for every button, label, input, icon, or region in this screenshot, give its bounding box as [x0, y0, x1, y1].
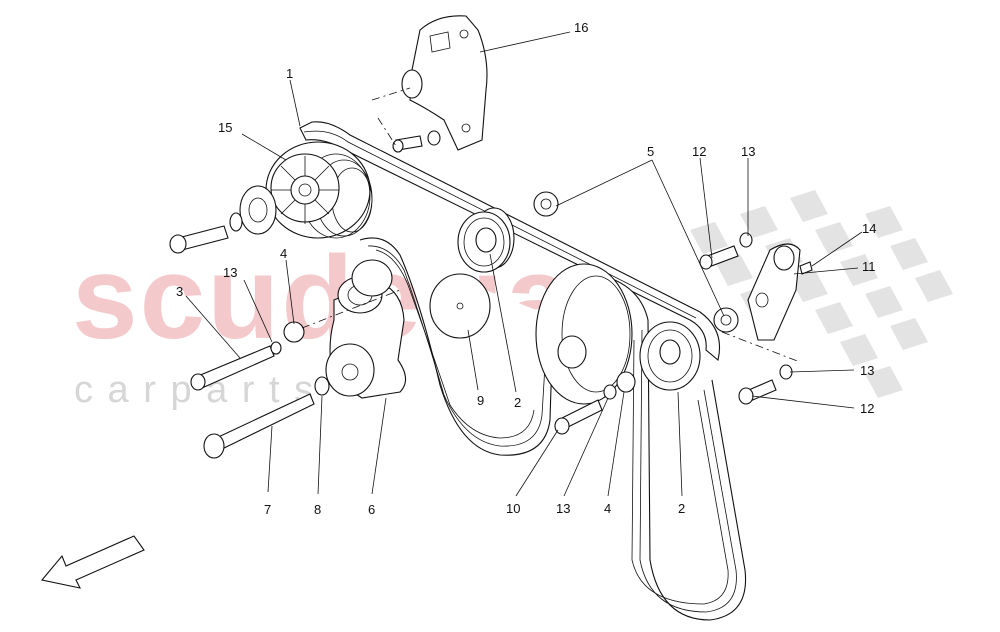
- callout-10: 10: [506, 501, 520, 516]
- callout-13-left: 13: [223, 265, 237, 280]
- callout-8: 8: [314, 502, 321, 517]
- long-bolt-3: [190, 321, 305, 391]
- callout-labels: 1 15 16 5 12 13 14 11 13 4 3 2 9 10 13 4…: [176, 20, 876, 517]
- callout-16: 16: [574, 20, 588, 35]
- callout-6: 6: [368, 502, 375, 517]
- idler-pulley-upper: [457, 207, 515, 273]
- direction-arrow-icon: [40, 535, 145, 589]
- callout-4-left: 4: [280, 246, 287, 261]
- callout-3: 3: [176, 284, 183, 299]
- callout-5: 5: [647, 144, 654, 159]
- washer-8: [314, 376, 330, 396]
- callout-12-lower: 12: [860, 401, 874, 416]
- spacer-lower: [713, 307, 739, 333]
- idler-disc: [429, 273, 491, 339]
- pulley-bolt: [169, 212, 243, 254]
- idler-pulley-lower: [639, 321, 701, 391]
- bracket-bolt: [392, 130, 441, 153]
- right-bracket: [747, 243, 801, 341]
- crank-pulley: [535, 263, 633, 405]
- right-bracket-pin: [799, 261, 813, 275]
- callout-13-lower-right: 13: [860, 363, 874, 378]
- center-bolt: [554, 371, 636, 435]
- pulley-washer: [239, 185, 277, 235]
- long-bolt-7: [203, 393, 315, 459]
- callout-11: 11: [862, 259, 876, 274]
- spacer-upper: [533, 191, 559, 217]
- callout-4-center: 4: [604, 501, 611, 516]
- callout-2-upper: 2: [514, 395, 521, 410]
- leader-lines: [185, 31, 863, 497]
- callout-14: 14: [862, 221, 876, 236]
- callout-1: 1: [286, 66, 293, 81]
- upper-bracket: [401, 15, 488, 151]
- callout-15: 15: [218, 120, 232, 135]
- callout-9: 9: [477, 393, 484, 408]
- callout-12-upper: 12: [692, 144, 706, 159]
- callout-2-lower: 2: [678, 501, 685, 516]
- callout-13-upper-right: 13: [741, 144, 755, 159]
- belt-tensioner: [325, 259, 407, 399]
- right-bolt-lower: [738, 364, 793, 405]
- callout-13-center: 13: [556, 501, 570, 516]
- axis-line-upper: [371, 87, 411, 147]
- checkered-flag-watermark: [690, 190, 953, 398]
- callout-7: 7: [264, 502, 271, 517]
- axis-line-right: [721, 331, 801, 363]
- main-pulley: [265, 141, 373, 239]
- right-bolt-upper: [699, 232, 753, 270]
